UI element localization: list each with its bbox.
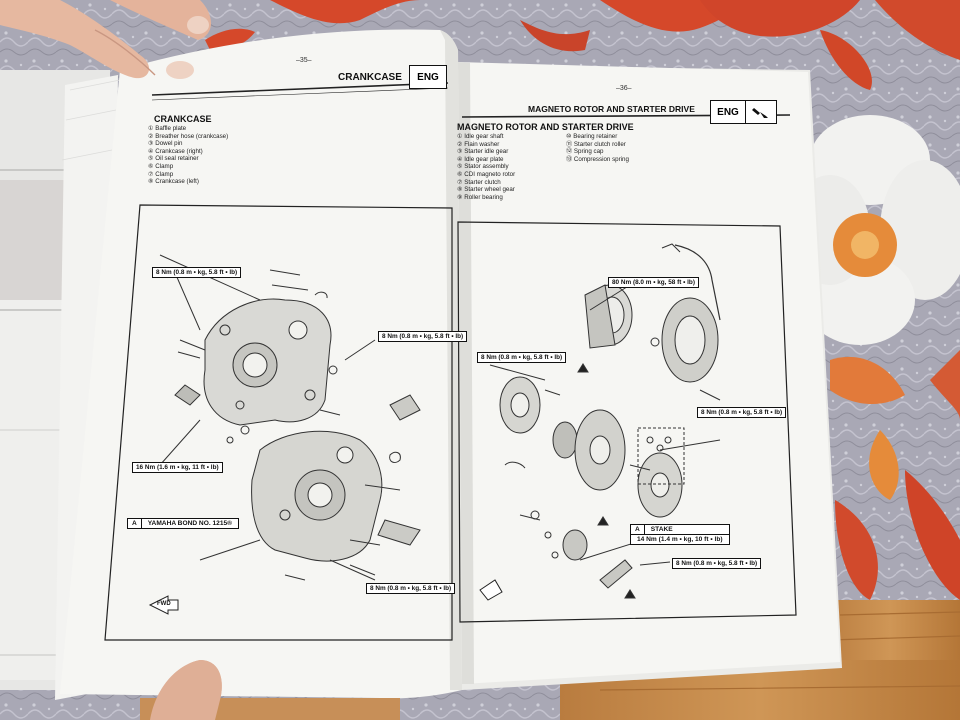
left-part: ② Breather hose (crankcase) (148, 132, 229, 140)
wrench-icon (752, 108, 768, 118)
right-part: ④ Idle gear plate (457, 155, 504, 163)
right-torque-label-1: 80 Nm (8.0 m • kg, 58 ft • lb) (608, 277, 699, 288)
left-fwd-label: FWD (157, 601, 171, 607)
left-torque-label-4: 8 Nm (0.8 m • kg, 5.8 ft • lb) (366, 583, 456, 594)
right-part: ⑫ Spring cap (566, 148, 604, 156)
right-part: ② Flain washer (457, 140, 500, 148)
left-sealant-key: A (128, 519, 142, 528)
left-part: ③ Dowel pin (148, 140, 183, 148)
hand-top (0, 0, 150, 79)
right-part: ⑬ Compression spring (566, 155, 629, 163)
left-part: ⑦ Clamp (148, 170, 174, 178)
right-stake-key: A (631, 525, 645, 534)
fwd-arrow-right (479, 579, 503, 601)
flower-red-bottom (835, 350, 960, 600)
right-page-sheet (458, 62, 840, 684)
left-part: ④ Crankcase (right) (148, 147, 203, 155)
left-eng-badge-text: ENG (417, 71, 439, 83)
right-page-number: –36– (616, 85, 632, 92)
fwd-arrow-left (148, 595, 179, 615)
right-torque-label-4: 8 Nm (0.8 m • kg, 5.8 ft • lb) (672, 558, 762, 569)
flower-red-top (205, 0, 960, 90)
left-part: ⑥ Clamp (148, 162, 174, 170)
right-header-title: MAGNETO ROTOR AND STARTER DRIVE (528, 104, 695, 114)
left-part: ⑧ Crankcase (left) (148, 178, 199, 186)
left-eng-badge: ENG (409, 65, 447, 89)
right-parts-list-1: ① Idle gear shaft ② Flain washer ③ Start… (457, 133, 515, 201)
left-sealant-label: YAMAHA BOND NO. 1215® (147, 520, 233, 527)
left-part: ① Baffle plate (148, 125, 187, 132)
right-part: ⑥ CDI magneto rotor (457, 170, 516, 178)
left-header-title: CRANKCASE (338, 72, 402, 83)
right-stake-torque: 14 Nm (1.4 m • kg, 10 ft • lb) (637, 536, 723, 543)
right-part: ⑨ Roller bearing (457, 193, 503, 201)
left-page-number: –35– (296, 57, 312, 64)
right-parts-list-2: ⑩ Bearing retainer ⑪ Starter clutch roll… (566, 133, 629, 163)
left-page-rules (104, 82, 453, 641)
left-part: ⑤ Oil seal retainer (148, 155, 199, 163)
right-part: ③ Starter idle gear (457, 148, 509, 156)
crankcase-diagram (159, 254, 421, 581)
right-part: ⑩ Bearing retainer (566, 133, 618, 140)
right-torque-label-3: 8 Nm (0.8 m • kg, 5.8 ft • lb) (697, 407, 787, 418)
right-part: ⑦ Starter clutch (457, 178, 501, 186)
right-section-title: MAGNETO ROTOR AND STARTER DRIVE (457, 122, 634, 132)
left-section-title: CRANKCASE (154, 114, 212, 124)
right-eng-badge-text: ENG (717, 106, 739, 118)
right-stake-caption: A STAKE 14 Nm (1.4 m • kg, 10 ft • lb) (630, 524, 730, 545)
magneto-diagram (489, 243, 721, 599)
flower-orange-bud (830, 356, 905, 500)
right-torque-label-2: 8 Nm (0.8 m • kg, 5.8 ft • lb) (477, 352, 567, 363)
left-torque-label-3: 16 Nm (1.6 m • kg, 11 ft • lb) (132, 462, 223, 473)
left-sealant-caption: A YAMAHA BOND NO. 1215® (127, 518, 240, 529)
left-torque-label-1: 8 Nm (0.8 m • kg, 5.8 ft • lb) (152, 267, 242, 278)
left-torque-label-2: 8 Nm (0.8 m • kg, 5.8 ft • lb) (378, 331, 468, 342)
right-part: ⑧ Starter wheel gear (457, 186, 515, 194)
right-part: ① Idle gear shaft (457, 133, 504, 140)
left-parts-list: ① Baffle plate ② Breather hose (crankcas… (148, 125, 228, 186)
right-part: ⑪ Starter clutch roller (566, 140, 626, 148)
right-eng-badge: ENG (710, 100, 746, 124)
right-part: ⑤ Stator assembly (457, 163, 509, 171)
right-stake-label: STAKE (650, 526, 673, 533)
right-tool-icon (745, 100, 777, 124)
